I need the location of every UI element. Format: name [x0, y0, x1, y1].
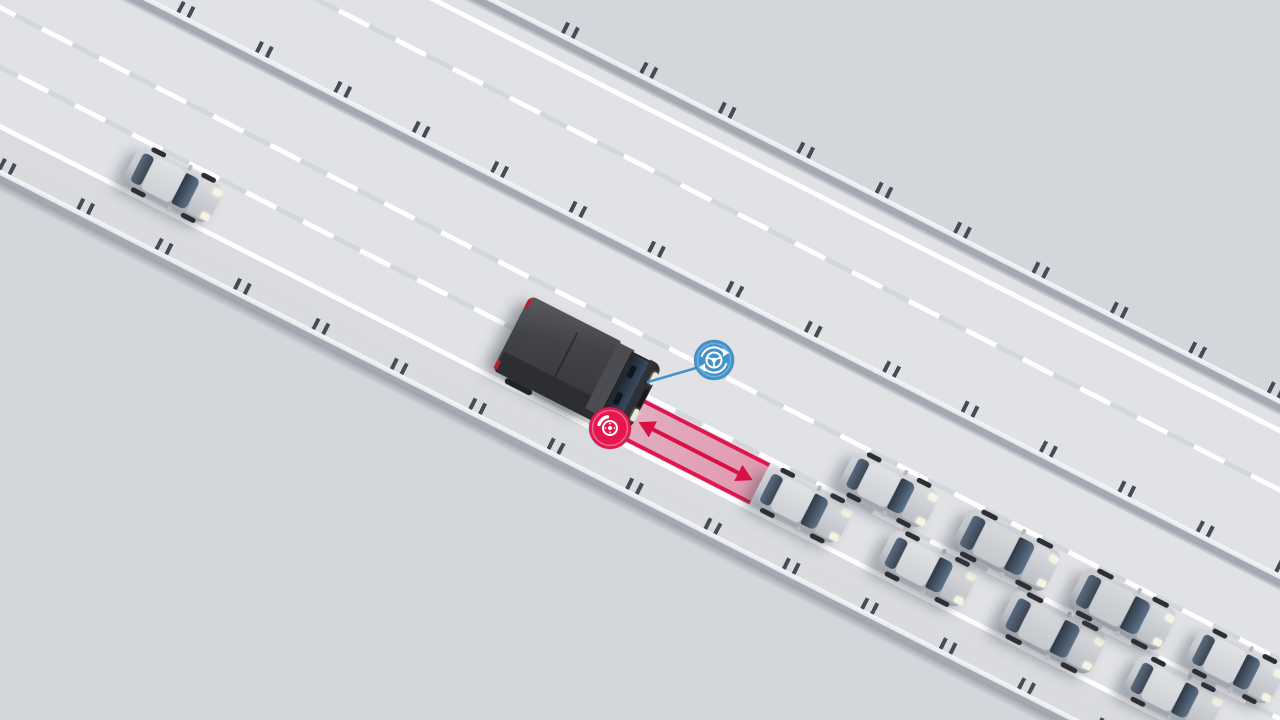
distance-detection-zone — [620, 397, 771, 505]
van-seat — [612, 391, 624, 406]
distance-double-arrow — [638, 421, 753, 481]
van-seat — [625, 364, 638, 380]
